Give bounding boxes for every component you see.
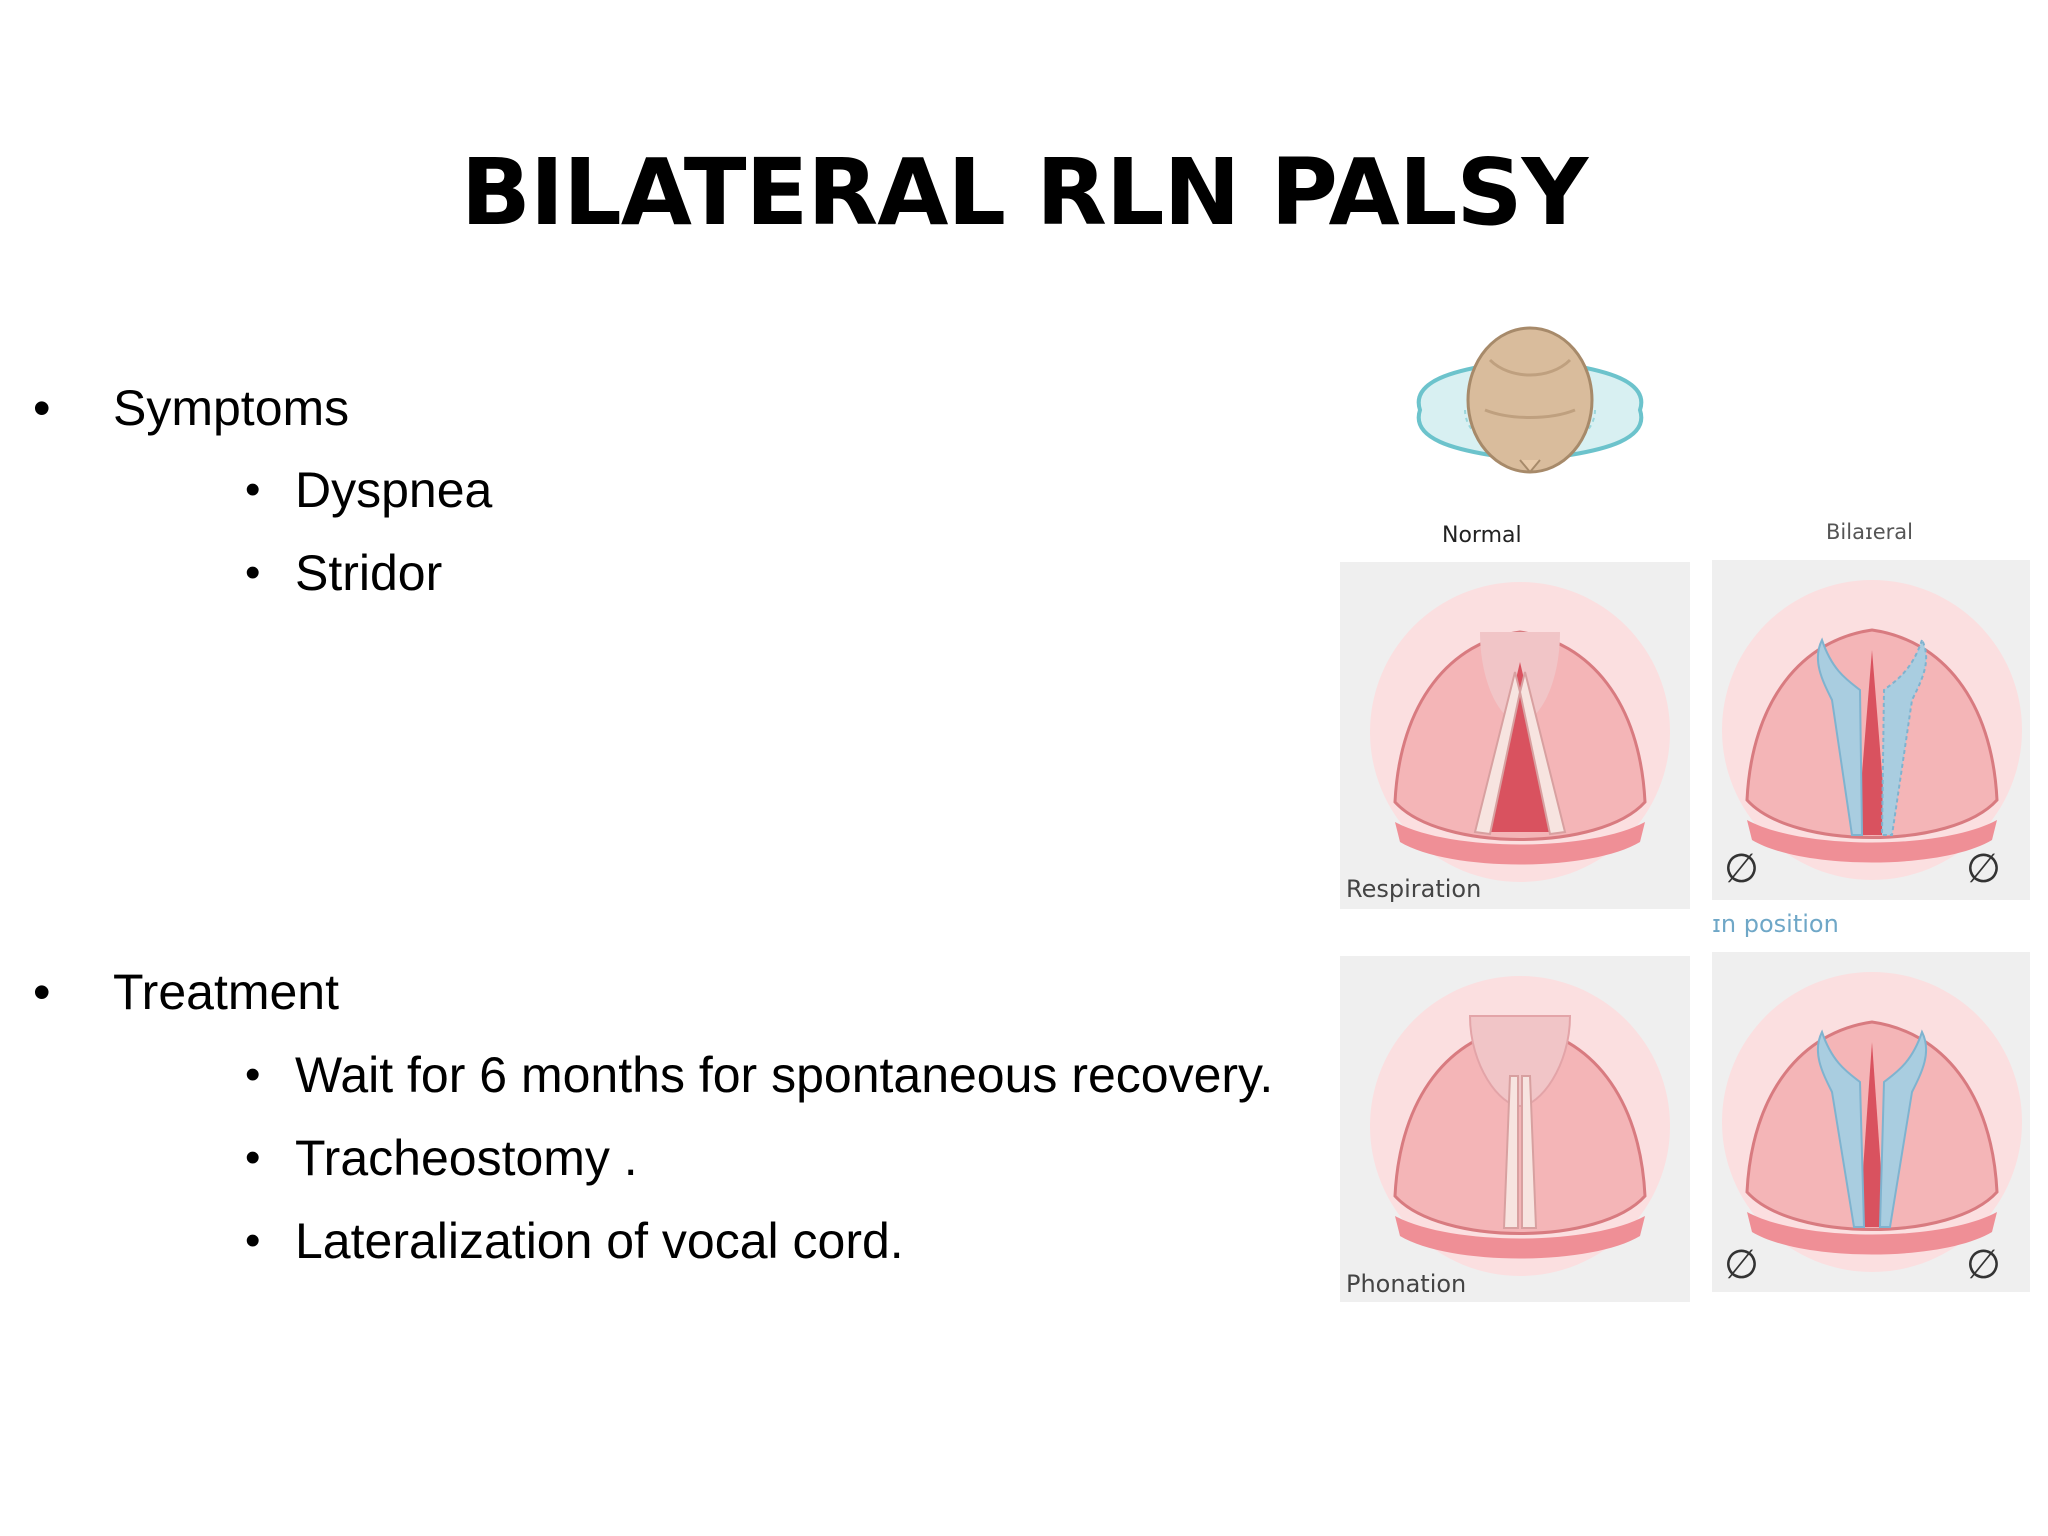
no-movement-icon: ∅ [1724, 846, 1759, 892]
column-label-bilateral: Bilaɪeral [1826, 520, 1914, 544]
bullet-label: Tracheostomy . [295, 1130, 638, 1186]
bullet-dot: • [245, 465, 261, 514]
bullet-treatment: • Treatment [33, 962, 340, 1022]
panel-bilateral-phonation [1712, 952, 2030, 1292]
no-movement-icon: ∅ [1966, 1242, 2001, 1288]
bullet-stridor: • Stridor [245, 543, 443, 603]
bullet-dot: • [245, 1133, 261, 1182]
no-movement-icon: ∅ [1966, 846, 2001, 892]
no-movement-icon: ∅ [1724, 1242, 1759, 1288]
bullet-symptoms: • Symptoms [33, 378, 350, 438]
bullet-dot: • [245, 548, 261, 597]
vocal-cord-figure: Normal Bilaɪeral Respiration ∅ ∅ ɪn posi… [1340, 320, 2032, 1302]
bullet-lateralization: • Lateralization of vocal cord. [245, 1211, 904, 1271]
bullet-dot: • [33, 964, 51, 1020]
bullet-label: Lateralization of vocal cord. [295, 1213, 904, 1269]
slide-title: BILATERAL RLN PALSY [460, 139, 1589, 246]
bullet-tracheostomy: • Tracheostomy . [245, 1128, 638, 1188]
bullet-dot: • [33, 380, 51, 436]
bullet-label: Stridor [295, 545, 443, 601]
head-illustration [1390, 320, 1670, 500]
paramedian-position-label: ɪn position [1712, 910, 1839, 938]
bullet-label: Symptoms [113, 380, 350, 436]
bullet-dot: • [245, 1050, 261, 1099]
panel-bilateral-respiration [1712, 560, 2030, 900]
row-label-phonation: Phonation [1346, 1270, 1467, 1298]
panel-normal-respiration [1340, 562, 1690, 909]
bullet-label: Wait for 6 months for spontaneous recove… [295, 1047, 1274, 1103]
panel-normal-phonation [1340, 956, 1690, 1302]
row-label-respiration: Respiration [1346, 875, 1482, 903]
column-label-normal: Normal [1442, 523, 1522, 548]
bullet-dot: • [245, 1216, 261, 1265]
bullet-wait: • Wait for 6 months for spontaneous reco… [245, 1045, 1274, 1105]
bullet-label: Dyspnea [295, 462, 493, 518]
bullet-dyspnea: • Dyspnea [245, 460, 493, 520]
bullet-label: Treatment [113, 964, 340, 1020]
